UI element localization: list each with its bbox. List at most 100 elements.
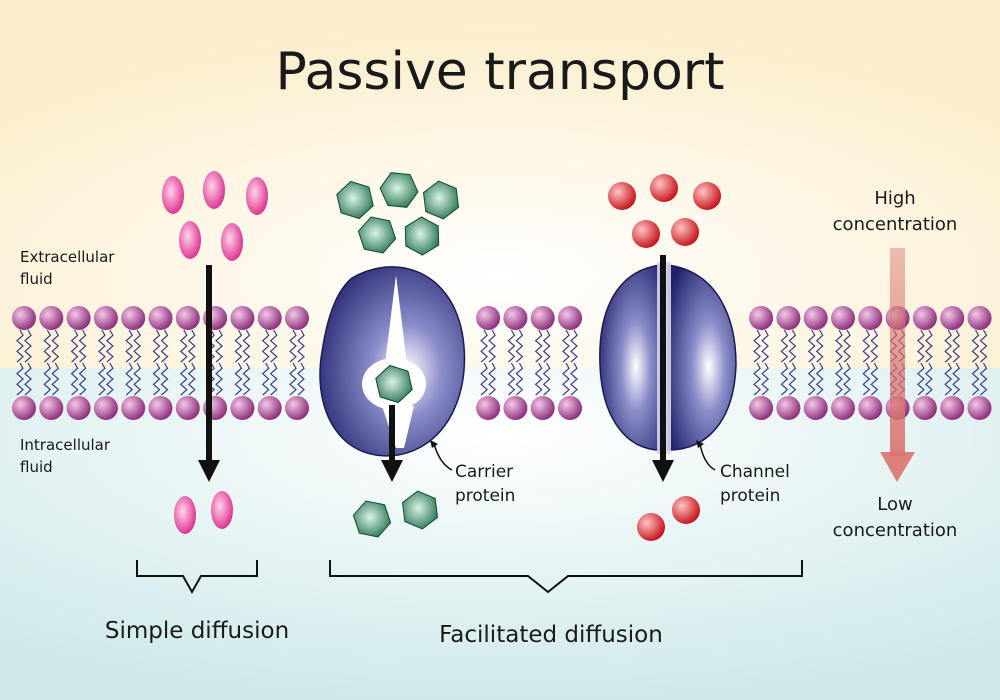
phospholipid-head: [121, 396, 146, 420]
lipid-tail: [160, 329, 169, 363]
phospholipid-head: [503, 396, 528, 420]
phospholipid-head: [12, 306, 36, 330]
carrier-channel-gap: [384, 275, 408, 372]
lipid-tail: [788, 362, 797, 396]
lipid-tail: [753, 362, 762, 396]
lipid-tail: [160, 362, 169, 396]
high-label-line2: concentration: [832, 214, 958, 235]
lipid-tail: [534, 362, 543, 396]
phospholipid-head: [121, 306, 146, 330]
high-label-line1: High: [874, 188, 916, 209]
lipid-tail: [207, 362, 216, 396]
lipid-tail: [297, 329, 305, 363]
lipid-tail: [261, 329, 270, 363]
low-label-line2: concentration: [832, 520, 958, 541]
phospholipid-head: [93, 306, 118, 330]
phospholipid-head: [940, 396, 965, 420]
lipid-tail: [97, 329, 106, 363]
lipid-tail: [179, 329, 188, 363]
phospholipid-head: [831, 396, 855, 420]
carrier-molecule: [401, 490, 439, 530]
phospholipid-head: [776, 306, 801, 330]
phospholipid-head: [39, 306, 64, 330]
lipid-tail: [815, 362, 824, 396]
lipid-tail: [952, 329, 961, 363]
lipid-tail: [843, 362, 851, 396]
lipid-tail: [515, 329, 524, 363]
low-concentration-label: Low concentration: [810, 492, 980, 544]
simple-diffusion-label: Simple diffusion: [104, 618, 290, 644]
lipid-tail: [944, 329, 953, 363]
phospholipid-head: [967, 396, 992, 420]
channel-molecule: [637, 513, 665, 541]
channel-pointer: [699, 443, 716, 471]
lipid-tail: [507, 362, 516, 396]
simple-molecule: [179, 221, 201, 259]
phospholipid-head: [749, 396, 774, 420]
channel-label-line2: protein: [720, 486, 781, 506]
lipid-tail: [870, 329, 879, 363]
lipid-tail: [51, 329, 60, 363]
phospholipid-head: [257, 306, 282, 330]
low-label-line1: Low: [877, 494, 913, 515]
lipid-tail: [24, 329, 32, 363]
lipid-tail: [43, 362, 52, 396]
lipid-tail: [179, 362, 188, 396]
lipid-tail: [125, 329, 134, 363]
carrier-diffusion-arrow: [381, 405, 403, 482]
carrier-molecule: [336, 180, 374, 220]
lipid-tail: [924, 362, 933, 396]
phospholipid-head: [175, 306, 200, 330]
simple-molecule: [203, 171, 225, 209]
lipid-tail: [979, 362, 988, 396]
intracellular-label-line2: fluid: [20, 458, 53, 476]
lipid-tail: [488, 362, 497, 396]
phospholipid-head: [12, 396, 36, 420]
channel-molecule: [608, 182, 636, 210]
lipid-tail: [843, 329, 851, 363]
phospholipid-head: [230, 396, 255, 420]
lipid-tail: [215, 362, 224, 396]
lipid-tail: [570, 329, 578, 363]
lipid-tail: [916, 329, 925, 363]
phospholipid-head: [749, 306, 774, 330]
channel-molecule: [632, 220, 660, 248]
lipid-tail: [761, 362, 770, 396]
phospholipid-head: [940, 306, 965, 330]
phospholipid-head: [858, 396, 883, 420]
lipid-tail: [269, 329, 278, 363]
lipid-tail: [133, 362, 142, 396]
phospholipid-bilayer: [12, 306, 992, 420]
channel-label-line1: Channel: [720, 462, 790, 482]
channel-molecule: [650, 174, 678, 202]
lipid-tail: [125, 362, 134, 396]
lipid-tail: [515, 362, 524, 396]
simple-diffusion-arrow: [198, 265, 220, 482]
lipid-tail: [105, 329, 114, 363]
facilitated-diffusion-bracket: [329, 560, 803, 594]
phospholipid-head: [858, 306, 883, 330]
intracellular-label-line1: Intracellular: [20, 436, 111, 454]
lipid-tail: [215, 329, 224, 363]
lipid-tail: [16, 362, 24, 396]
phospholipid-head: [257, 396, 282, 420]
phospholipid-head: [912, 396, 937, 420]
extracellular-label-line2: fluid: [20, 270, 53, 288]
carrier-molecule: [357, 216, 397, 254]
lipid-tail: [480, 329, 489, 363]
lipid-tail: [815, 329, 824, 363]
lipid-tail: [297, 362, 305, 396]
carrier-molecule: [375, 364, 413, 404]
phospholipid-head: [967, 306, 992, 330]
lipid-tail: [952, 362, 961, 396]
page-title: Passive transport: [275, 42, 725, 102]
phospholipid-head: [175, 396, 200, 420]
molecules: [162, 171, 721, 541]
lipid-tail: [70, 362, 79, 396]
channel-molecule: [672, 496, 700, 524]
lipid-tail: [862, 362, 871, 396]
lipid-tail: [562, 362, 570, 396]
lipid-tail: [835, 329, 843, 363]
lipid-tail: [870, 362, 879, 396]
